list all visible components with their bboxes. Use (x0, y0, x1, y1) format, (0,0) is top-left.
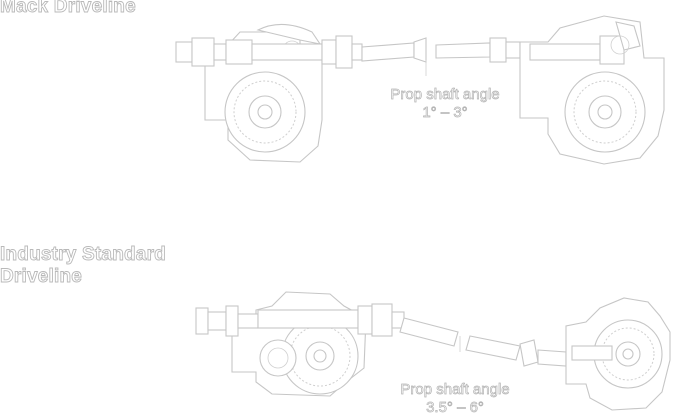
industry-heading-line-2: Driveline (0, 266, 83, 288)
mack-prop-shaft-angle: Prop shaft angle 1° – 3° (360, 86, 530, 122)
industry-driveline-heading: Industry Standard Driveline (0, 244, 166, 288)
industry-front-axle (231, 291, 367, 397)
mack-front-yoke (175, 35, 363, 69)
mack-angle-value: 1° – 3° (422, 104, 468, 122)
industry-prop-shaft-angle: Prop shaft angle 3.5° – 6° (370, 381, 540, 417)
industry-angle-label: Prop shaft angle (400, 381, 510, 399)
industry-heading-line-1: Industry Standard (0, 244, 166, 266)
mack-driveline-heading: Mack Driveline (0, 0, 136, 17)
industry-rear-axle (565, 297, 671, 411)
industry-front-yoke (195, 303, 405, 337)
mack-prop-shaft (361, 37, 521, 76)
mack-rear-axle (519, 15, 665, 165)
mack-angle-label: Prop shaft angle (390, 86, 500, 104)
industry-prop-shaft (399, 317, 567, 367)
industry-angle-value: 3.5° – 6° (426, 399, 485, 417)
